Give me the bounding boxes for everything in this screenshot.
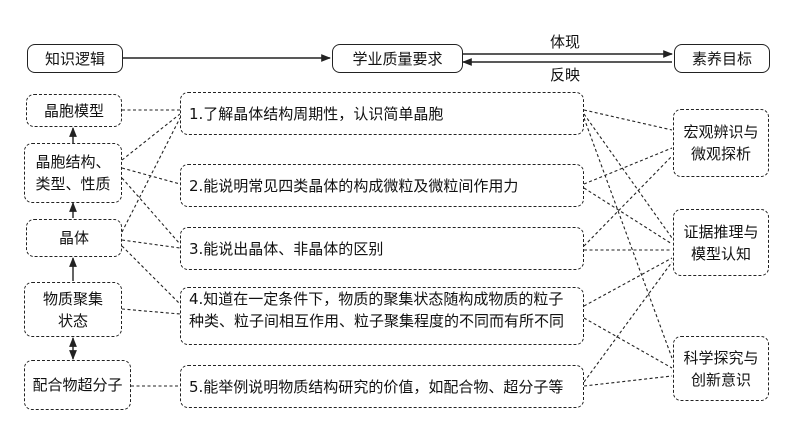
link-r1-g2 [583, 113, 673, 239]
link-r5-g3 [583, 375, 673, 387]
requirement-3: 3.能说出晶体、非晶体的区别 [180, 227, 584, 270]
link-r2-g2 [583, 187, 673, 245]
link-structure-r1 [121, 113, 181, 161]
knowledge-logic-header: 知识逻辑 [27, 44, 123, 73]
embody-label: 体现 [550, 33, 581, 51]
literacy-macro-micro-line2: 微观探析 [690, 145, 751, 163]
literacy-inquiry-innovation-line2: 创新意识 [690, 370, 751, 389]
literacy-evidence-model-line1: 证据推理与 [683, 222, 759, 241]
crystal-box: 晶体 [26, 219, 122, 257]
cell-structure-line2: 类型、性质 [35, 175, 111, 193]
aggregate-state-line1: 物质聚集 [42, 289, 103, 308]
literacy-macro-micro-line1: 宏观辨识与 [683, 123, 759, 141]
link-r3-g1 [583, 155, 673, 247]
complex-supramolecule-box: 配合物超分子 [24, 360, 131, 410]
literacy-inquiry-innovation: 科学探究与 创新意识 [673, 336, 769, 401]
literacy-evidence-model: 证据推理与 模型认知 [673, 209, 769, 276]
cell-model-box: 晶胞模型 [26, 94, 122, 127]
link-aggregate-r4 [121, 308, 181, 315]
link-crystal-r3 [121, 239, 181, 249]
link-structure-r3 [121, 177, 181, 245]
link-r4-g3 [583, 317, 673, 369]
requirement-4: 4.知道在一定条件下，物质的聚集状态随构成物质的粒子 种类、粒子间相互作用、粒子… [180, 287, 584, 345]
aggregate-state-box: 物质聚集 状态 [24, 282, 122, 337]
link-r5-g2 [583, 261, 673, 383]
requirement-4-line2: 种类、粒子间相互作用、粒子聚集程度的不同而有所不同 [189, 312, 565, 330]
requirement-1: 1.了解晶体结构周期性，认识简单晶胞 [180, 92, 584, 135]
literacy-macro-micro: 宏观辨识与 微观探析 [673, 109, 769, 177]
literacy-goal-header: 素养目标 [674, 44, 770, 73]
link-r2-g1 [583, 147, 673, 185]
cell-structure-line1: 晶胞结构、 [35, 153, 111, 171]
reflect-label: 反映 [550, 66, 581, 84]
requirement-4-line1: 4.知道在一定条件下，物质的聚集状态随构成物质的粒子 [189, 290, 564, 308]
link-crystal-r4 [121, 245, 181, 305]
link-r4-g2 [583, 257, 673, 307]
aggregate-state-line2: 状态 [57, 311, 88, 330]
literacy-evidence-model-line2: 模型认知 [690, 244, 751, 263]
requirement-5: 5.能举例说明物质结构研究的价值，如配合物、超分子等 [180, 365, 584, 408]
quality-requirement-header: 学业质量要求 [332, 44, 463, 73]
requirement-2: 2.能说明常见四类晶体的构成微粒及微粒间作用力 [180, 164, 584, 207]
cell-structure-box: 晶胞结构、 类型、性质 [24, 143, 122, 203]
link-r1-g3 [583, 117, 673, 359]
link-crystal-r1 [121, 117, 181, 233]
link-r1-g1 [583, 109, 673, 131]
literacy-inquiry-innovation-line1: 科学探究与 [683, 348, 759, 367]
